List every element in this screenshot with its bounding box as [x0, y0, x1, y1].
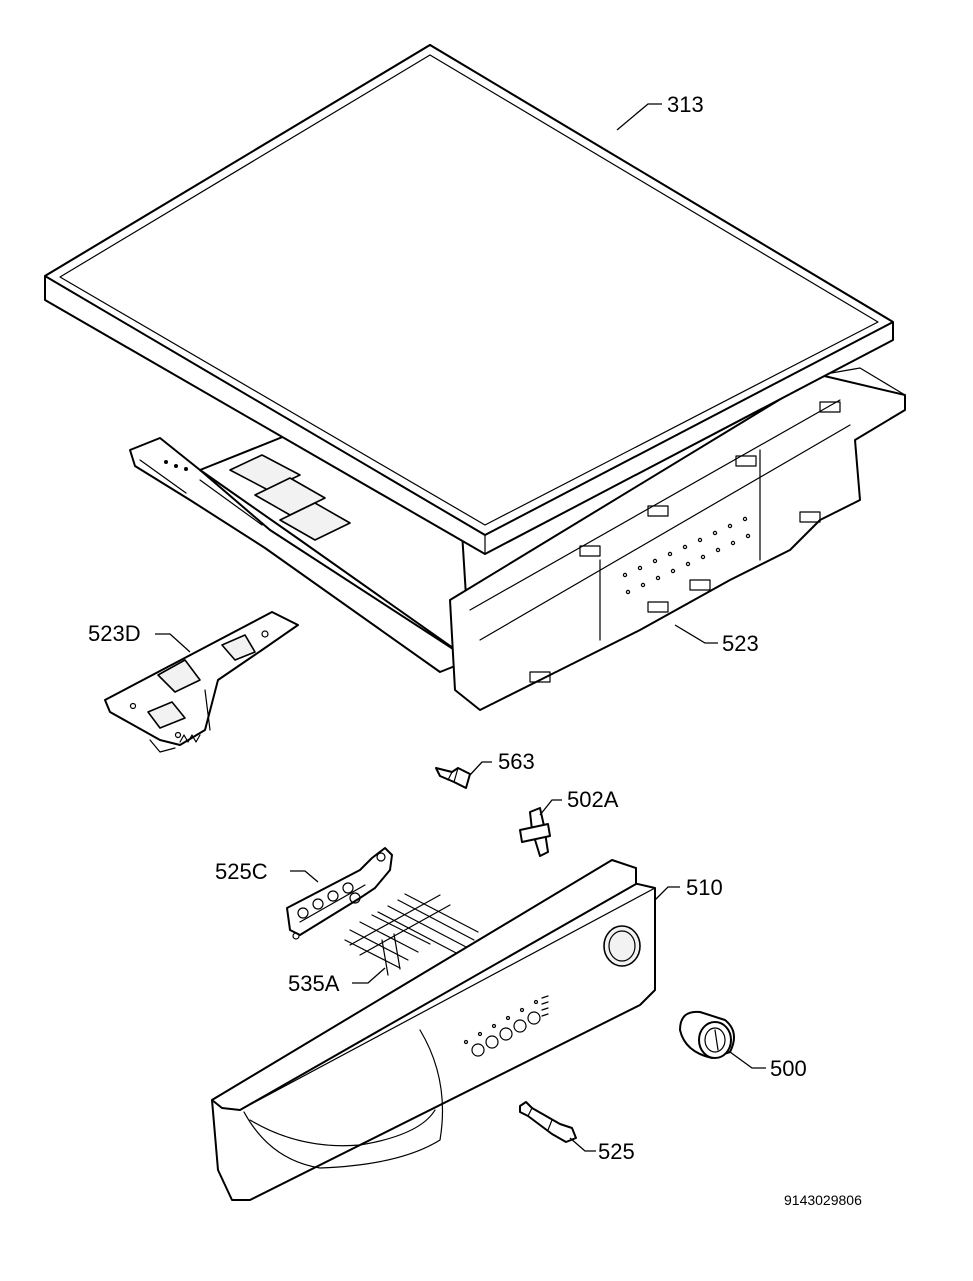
label-563: 563 [498, 749, 535, 774]
label-500: 500 [770, 1056, 807, 1081]
leader-lines [155, 103, 766, 1152]
part-523D-bracket [104, 611, 299, 753]
part-502A-clip [519, 807, 551, 857]
part-525-pushrod [519, 1101, 577, 1143]
part-500-knob [679, 1010, 735, 1059]
label-313: 313 [667, 92, 704, 117]
drawing-code: 9143029806 [784, 1192, 862, 1208]
part-535A-harness [344, 893, 479, 976]
label-502A: 502A [567, 787, 619, 812]
part-510-fascia [211, 859, 656, 1201]
label-525C: 525C [215, 859, 268, 884]
label-523: 523 [722, 631, 759, 656]
label-510: 510 [686, 875, 723, 900]
label-535A: 535A [288, 971, 340, 996]
label-523D: 523D [88, 621, 141, 646]
part-563-pin [435, 767, 471, 789]
part-525C-holder [286, 847, 393, 940]
part-313-worktop [44, 44, 894, 555]
label-525: 525 [598, 1139, 635, 1164]
